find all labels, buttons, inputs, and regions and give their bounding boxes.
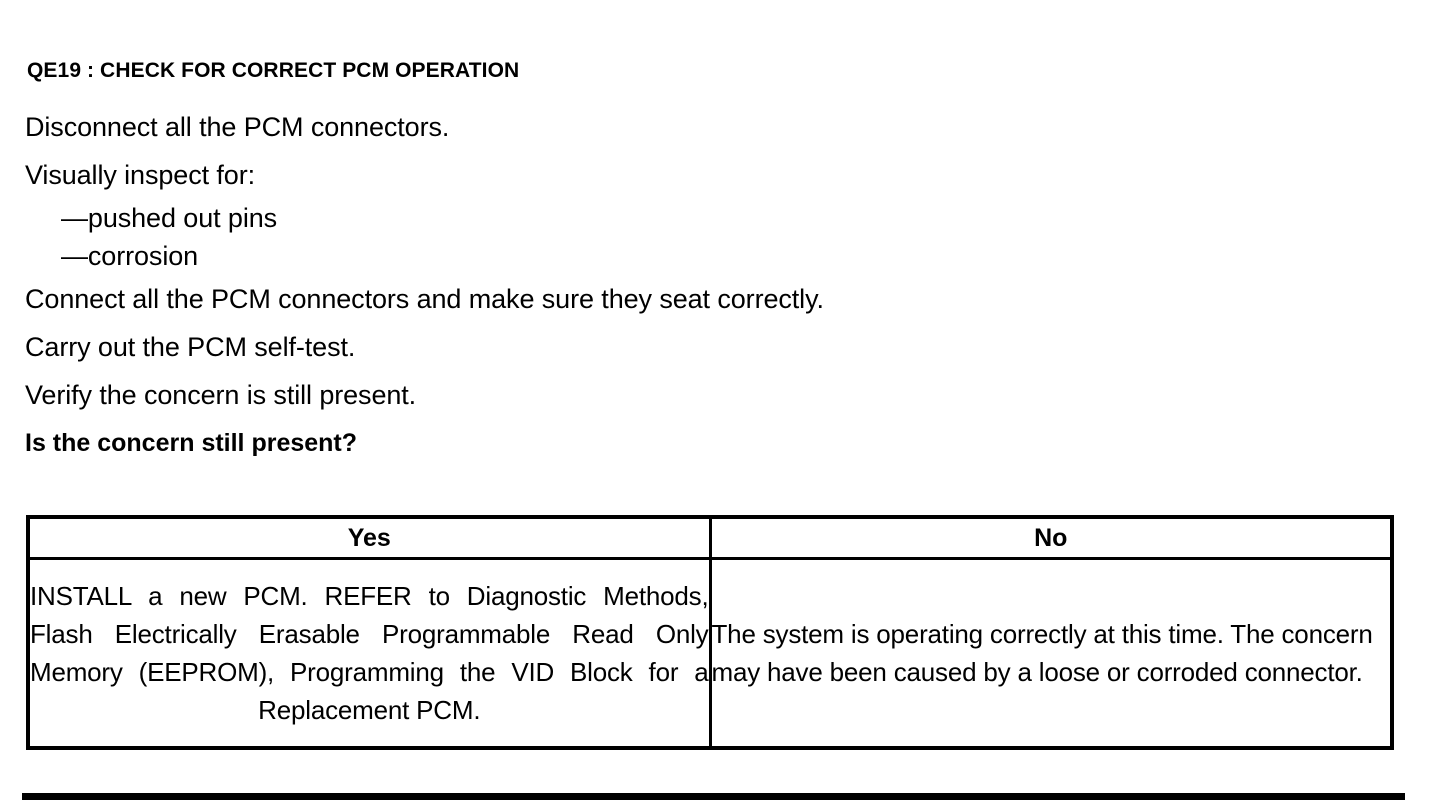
instruction-line: Disconnect all the PCM connectors.: [25, 112, 450, 142]
instruction-line: Visually inspect for:: [25, 160, 256, 190]
decision-cell-no: The system is operating correctly at thi…: [708, 557, 1394, 750]
column-header-no: No: [708, 515, 1394, 560]
table-row: INSTALL a new PCM. REFER to Diagnostic M…: [26, 557, 1394, 750]
instruction-line: Carry out the PCM self-test.: [25, 332, 356, 362]
instruction-sub-item: —pushed out pins: [61, 203, 278, 233]
instruction-sub-item: —corrosion: [61, 241, 199, 271]
instruction-line: Verify the concern is still present.: [25, 380, 417, 410]
column-header-yes: Yes: [26, 515, 712, 560]
decision-question: Is the concern still present?: [25, 429, 358, 457]
decision-cell-yes: INSTALL a new PCM. REFER to Diagnostic M…: [26, 557, 712, 750]
decision-table: Yes No INSTALL a new PCM. REFER to Diagn…: [26, 515, 1394, 750]
instruction-line: Connect all the PCM connectors and make …: [25, 284, 824, 314]
step-heading: QE19 : CHECK FOR CORRECT PCM OPERATION: [27, 59, 520, 82]
table-header-row: Yes No: [26, 515, 1394, 560]
instruction-list: Disconnect all the PCM connectors. Visua…: [25, 103, 1405, 467]
page-footer-rule: [22, 793, 1405, 800]
